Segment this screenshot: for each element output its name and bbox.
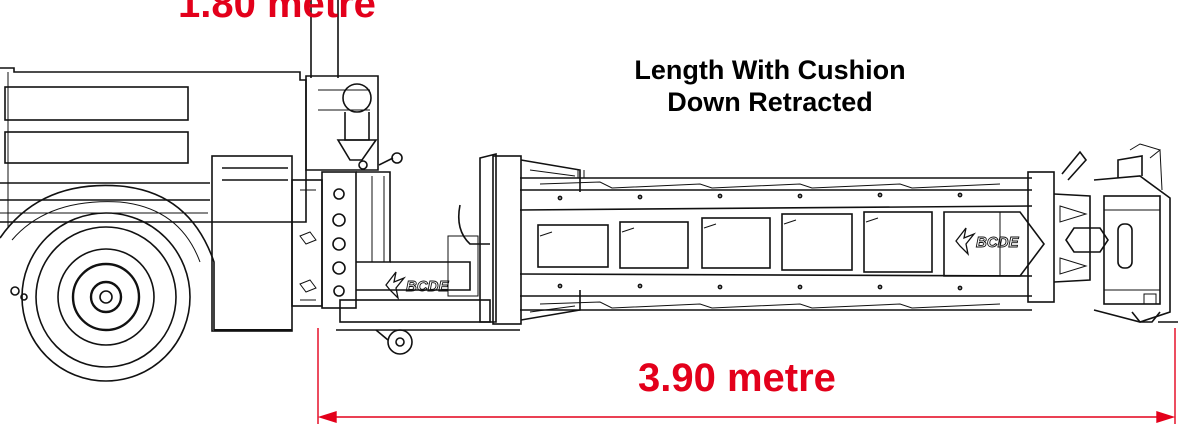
- truck-front-bumper: [211, 155, 293, 332]
- boom-window-1: [537, 224, 609, 268]
- overall-dimension: [317, 328, 1176, 424]
- boom-nose-shield: [943, 211, 1045, 277]
- diagram-caption: Length With Cushion Down Retracted: [560, 54, 980, 118]
- truck-wheel: [21, 212, 191, 382]
- truck-side-panel-2: [4, 131, 189, 164]
- caption-line-1: Length With Cushion: [634, 55, 906, 85]
- cushion-head: [1027, 143, 1178, 323]
- boom-window-3: [701, 217, 771, 269]
- truck: [0, 0, 339, 382]
- svg-text:BCDE: BCDE: [976, 234, 1019, 251]
- front-housing: [479, 152, 585, 325]
- lower-linkage: [336, 171, 520, 355]
- caption-line-2: Down Retracted: [667, 87, 873, 117]
- boom-window-2: [619, 221, 689, 269]
- truck-cargo-box: [0, 67, 307, 223]
- hitch-plate: [291, 171, 357, 309]
- boom-window-4: [781, 213, 853, 271]
- truck-side-panel-1: [4, 86, 189, 121]
- arrowhead-right: [1156, 411, 1176, 423]
- overall-length-label: 3.90 metre: [638, 356, 836, 400]
- truck-wheel-arch: [0, 184, 215, 330]
- brand-logo-boom: BCDE: [955, 227, 1020, 256]
- brand-logo-hitch: BCDE: [385, 271, 450, 300]
- top-dimension-label: 1.80 metre: [178, 0, 376, 26]
- telescopic-boom: [519, 177, 1045, 311]
- arrowhead-left: [317, 411, 337, 423]
- svg-text:BCDE: BCDE: [406, 278, 449, 295]
- truck-mast: [310, 0, 339, 78]
- boom-window-5: [863, 211, 933, 273]
- mount-bracket: [305, 75, 403, 171]
